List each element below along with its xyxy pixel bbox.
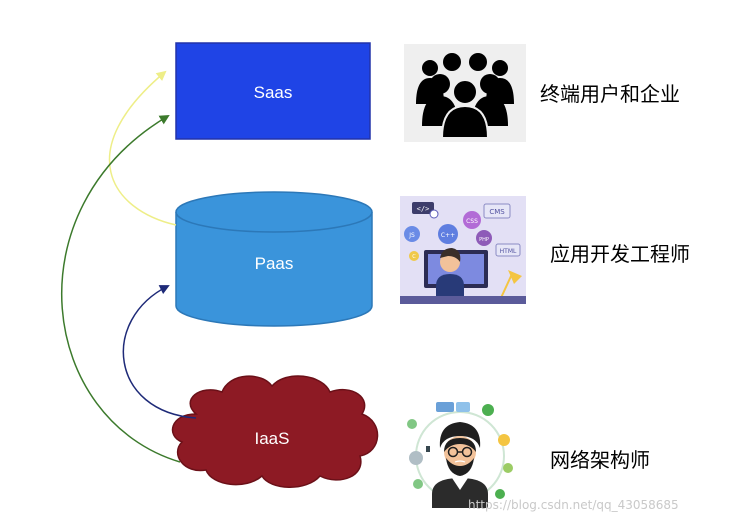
iaas-label: IaaS [255, 429, 290, 448]
saas-label: Saas [254, 83, 293, 102]
iaas-node: IaaS [171, 375, 379, 488]
watermark: https://blog.csdn.net/qq_43058685 [468, 498, 679, 512]
tag-html: HTML [500, 248, 517, 255]
role-paas-label: 应用开发工程师 [550, 242, 690, 266]
tag-css: CSS [466, 218, 478, 225]
network-architect-illustration [400, 396, 520, 508]
users-group-icon [404, 44, 526, 142]
tag-c: C [412, 254, 416, 260]
paas-label: Paas [255, 254, 294, 273]
tag-js: JS [408, 232, 415, 239]
saas-node: Saas [175, 42, 371, 140]
developer-illustration: </> CSS CMS C++ PHP HTML JS C [400, 196, 526, 304]
paas-node: Paas [175, 191, 373, 327]
paas-to-saas-arrow [108, 70, 177, 226]
iaas-to-paas-arrow [122, 285, 197, 419]
tag-cms: CMS [489, 208, 505, 216]
iaas-to-saas-arrow [60, 114, 181, 463]
tag-cpp: C++ [441, 232, 455, 239]
tag-code: </> [417, 205, 430, 213]
tag-php: PHP [479, 237, 489, 243]
role-iaas-label: 网络架构师 [550, 448, 650, 472]
role-saas-label: 终端用户和企业 [540, 82, 680, 106]
